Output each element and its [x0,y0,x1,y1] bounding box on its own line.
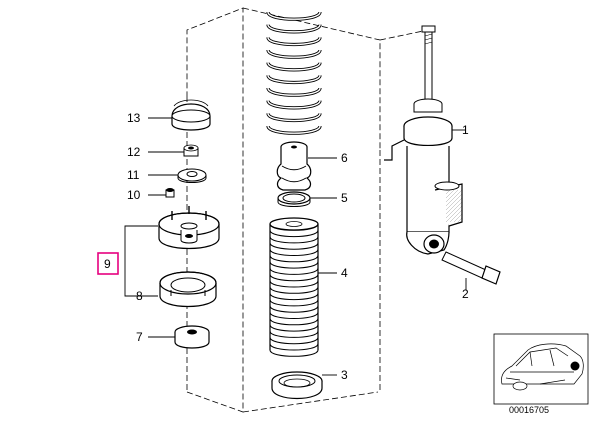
boot-fold [269,293,319,301]
location-marker-icon [570,361,580,371]
spring-coil-highlight [267,112,321,122]
boot-fold [269,255,319,263]
spring-coil-highlight [267,62,321,71]
part-9-bracket [124,225,158,297]
part-1-shock-absorber[interactable] [384,25,463,255]
boot-fold [269,337,319,345]
spring-coil-highlight [267,74,321,84]
spring-coil [266,74,322,85]
label-part-2: 2 [462,287,469,301]
spring-coil [266,125,322,135]
leader-lines [148,117,467,376]
boot-top-opening [285,221,303,227]
spring-coil-highlight [267,49,321,58]
label-part-9[interactable]: 9 [104,257,111,271]
boot-sides [269,224,319,350]
label-part-13: 13 [127,111,141,125]
label-part-10: 10 [127,188,141,202]
boot-fold [269,286,319,294]
boot-fold [269,230,319,238]
spring-coil-highlight [267,125,321,134]
highlight-box-part-9 [97,252,119,275]
label-part-7: 7 [136,330,143,344]
label-part-1: 1 [462,123,469,137]
spring-coil [266,61,322,72]
boot-fold [269,274,319,282]
spring-coil [266,11,322,21]
label-part-5: 5 [341,191,348,205]
boot-fold [269,349,319,357]
part-10-small-nut[interactable] [165,188,175,198]
label-part-3: 3 [341,368,348,382]
part-13-dust-cap[interactable] [171,99,211,131]
boot-fold [269,261,319,269]
boot-fold [269,343,319,351]
part-3-spring-seat[interactable] [271,371,323,399]
spring-coil [266,36,322,47]
part-labels: 13 12 11 10 9 8 7 6 5 4 3 1 2 [104,111,469,382]
coil-spring[interactable] [266,11,322,135]
spring-coil-highlight [267,87,321,96]
boot-fold [269,280,319,288]
label-part-6: 6 [341,151,348,165]
part-6-bump-stop[interactable] [276,141,312,191]
part-11-washer[interactable] [177,168,207,183]
boot-fold [269,242,319,250]
spring-coil-highlight [267,11,321,20]
spring-coil [266,23,322,34]
vehicle-location-inset: 00016705 [493,333,589,415]
boot-fold [269,305,319,313]
boot-fold [269,299,319,307]
boot-fold [269,236,319,244]
part-5-retainer-ring[interactable] [277,191,311,207]
boot-fold [269,267,319,275]
boot-fold [269,311,319,319]
part-7-bump-cap[interactable] [174,325,210,349]
part-2-hex-bolt[interactable] [441,251,501,285]
boot-fold [269,248,319,256]
label-part-12: 12 [127,145,141,159]
spring-coil-highlight [267,24,321,33]
spring-coil-highlight [267,36,321,46]
part-8-bearing-ring[interactable] [159,271,217,308]
spring-coil [266,112,322,123]
spring-coil [266,99,322,110]
spring-coil [266,49,322,59]
diagram-reference-number: 00016705 [509,405,549,415]
car-outline-icon [501,343,584,391]
boot-fold [269,318,319,326]
part-4-protective-boot[interactable] [269,217,319,357]
spring-coil-highlight [267,100,321,109]
spring-coil [266,87,322,97]
boot-fold [269,324,319,332]
label-part-4: 4 [341,266,348,280]
part-12-hex-nut[interactable] [183,144,199,157]
label-part-11: 11 [127,168,140,182]
boot-fold [269,330,319,338]
part-9-strut-mount[interactable] [158,206,220,250]
label-part-8: 8 [136,289,143,303]
